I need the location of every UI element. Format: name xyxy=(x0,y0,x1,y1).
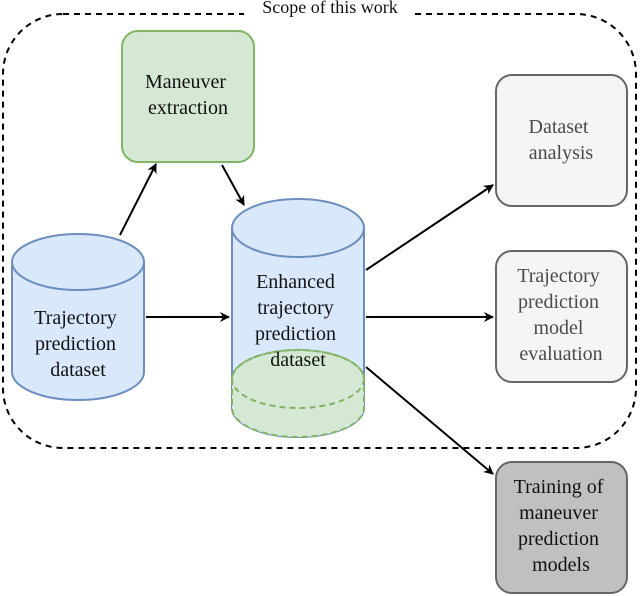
model-evaluation-line: Trajectory xyxy=(517,265,600,287)
trajectory-dataset-label: Trajectory prediction dataset xyxy=(34,307,122,381)
training-models-line: Training of xyxy=(514,476,604,498)
model-evaluation-line: evaluation xyxy=(519,343,602,365)
maneuver-extraction-node: Maneuver extraction xyxy=(121,30,255,163)
arrow-enhanced-to-training xyxy=(365,366,494,475)
model-evaluation-label: Trajectory prediction model evaluation xyxy=(517,265,605,365)
arrow-enhanced-to-analysis xyxy=(365,184,494,271)
training-models-label: Training of maneuver prediction models xyxy=(514,476,609,576)
model-evaluation-line: prediction xyxy=(518,291,599,313)
connectors xyxy=(119,163,494,475)
arrow-dataset-to-extraction xyxy=(119,163,157,236)
model-evaluation-line: model xyxy=(534,317,584,339)
trajectory-dataset-line: Trajectory xyxy=(34,307,117,329)
trajectory-dataset-line: prediction xyxy=(35,333,116,355)
enhanced-dataset-line: dataset xyxy=(270,349,326,371)
maneuver-extraction-label: Maneuver extraction xyxy=(145,71,231,119)
trajectory-dataset-cylinder: Trajectory prediction dataset xyxy=(11,233,145,401)
training-models-line: maneuver xyxy=(519,502,598,524)
enhanced-dataset-line: trajectory xyxy=(257,297,334,319)
maneuver-extraction-line: Maneuver xyxy=(145,71,226,93)
dataset-analysis-line: analysis xyxy=(529,142,594,164)
maneuver-label-overlay xyxy=(231,349,365,438)
maneuver-extraction-line: extraction xyxy=(148,97,228,119)
enhanced-dataset-label: Enhanced trajectory prediction dataset xyxy=(255,271,341,371)
training-models-line: models xyxy=(532,554,590,576)
enhanced-dataset-line: Enhanced xyxy=(256,271,335,293)
arrow-extraction-to-enhanced xyxy=(221,164,245,206)
dataset-analysis-label: Dataset analysis xyxy=(529,116,594,164)
training-models-node: Training of maneuver prediction models xyxy=(495,461,628,594)
training-models-line: prediction xyxy=(518,528,599,550)
dataset-analysis-node: Dataset analysis xyxy=(495,74,628,207)
dataset-analysis-line: Dataset xyxy=(529,116,589,138)
model-evaluation-node: Trajectory prediction model evaluation xyxy=(495,250,628,383)
enhanced-dataset-line: prediction xyxy=(255,323,336,345)
scope-label: Scope of this work xyxy=(262,0,397,17)
enhanced-dataset-cylinder: Enhanced trajectory prediction dataset xyxy=(231,198,365,438)
trajectory-dataset-line: dataset xyxy=(50,359,106,381)
